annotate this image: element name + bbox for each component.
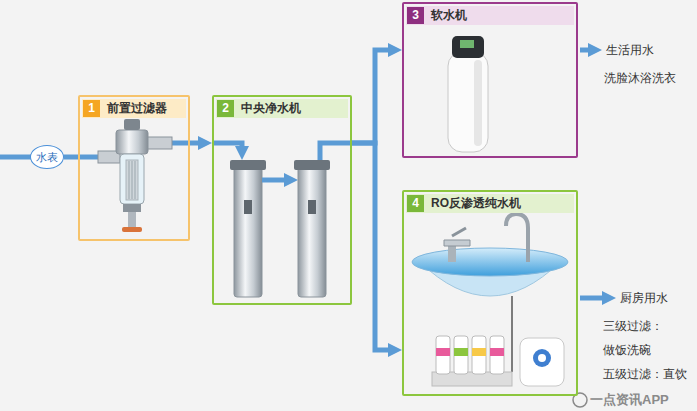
purifier-cylinders xyxy=(298,165,326,297)
purifier-cylinders xyxy=(212,143,242,152)
softener-tank xyxy=(448,52,488,152)
ro-sink xyxy=(490,336,504,374)
water-pipe xyxy=(352,143,394,350)
step-number: 1 xyxy=(83,100,100,117)
ro-sink xyxy=(490,348,504,356)
ro-sink xyxy=(520,338,564,386)
ro-sink xyxy=(454,336,468,374)
step-number: 2 xyxy=(217,100,234,117)
prefilter xyxy=(78,119,190,232)
step-number: 3 xyxy=(407,7,424,24)
ro-sink xyxy=(511,296,513,372)
water-pipe xyxy=(352,50,394,143)
ro-sink xyxy=(452,228,466,236)
meter-label: 水表 xyxy=(36,150,58,165)
prefilter xyxy=(78,155,100,160)
watermark: 一点资讯APP xyxy=(590,392,669,408)
ro-sink xyxy=(580,296,608,301)
purifier-cylinders xyxy=(320,143,352,160)
header-band: 3 软水机 xyxy=(406,6,574,25)
ro-sink xyxy=(533,349,551,367)
ro-sink xyxy=(412,214,608,386)
ro-sink xyxy=(412,248,568,276)
purifier-cylinders xyxy=(230,160,266,170)
ro-sink xyxy=(436,336,450,374)
purifier-cylinders xyxy=(308,200,316,214)
prefilter xyxy=(146,137,172,149)
prefilter xyxy=(135,161,136,199)
softener-tank xyxy=(580,48,594,53)
step-number: 4 xyxy=(407,195,424,212)
prefilter xyxy=(122,227,142,232)
output-label: 厨房用水 xyxy=(620,290,668,306)
prefilter xyxy=(132,161,133,199)
header-band: 1 前置过滤器 xyxy=(82,99,186,118)
prefilter-box: 1 前置过滤器 xyxy=(78,95,190,241)
prefilter xyxy=(120,154,144,204)
purifier-cylinders xyxy=(244,200,252,214)
softener-tank xyxy=(460,40,474,48)
ro-sink xyxy=(472,348,486,356)
inlet-pipe xyxy=(0,155,32,160)
ro-sink xyxy=(538,354,546,362)
softener-box: 3 软水机 xyxy=(402,2,578,158)
box-title: 中央净水机 xyxy=(241,100,301,117)
ro-sink xyxy=(444,240,470,246)
prefilter xyxy=(124,119,140,130)
softener-tank xyxy=(452,36,484,58)
filter-note: 五级过滤：直饮 xyxy=(603,366,687,382)
purifier-cylinders xyxy=(234,165,262,297)
purifier-cylinders xyxy=(294,160,330,170)
prefilter xyxy=(170,141,190,146)
ro-sink xyxy=(436,348,450,356)
softener-tank xyxy=(474,60,482,146)
prefilter xyxy=(123,204,141,212)
prefilter xyxy=(116,130,148,154)
softener-tank xyxy=(448,36,594,152)
filter-note: 做饭洗碗 xyxy=(603,342,651,358)
header-band: 2 中央净水机 xyxy=(216,99,348,118)
purifier-cylinders xyxy=(212,143,352,297)
header-band: 4 RO反渗透纯水机 xyxy=(406,194,574,213)
box-title: RO反渗透纯水机 xyxy=(431,195,521,212)
inlet-pipe xyxy=(0,157,32,158)
output-label: 生活用水 xyxy=(606,42,654,58)
ro-sink xyxy=(454,348,468,356)
box-title: 软水机 xyxy=(431,7,467,24)
water-pipe xyxy=(64,155,78,160)
box-title: 前置过滤器 xyxy=(107,100,167,117)
ro-sink xyxy=(472,336,486,374)
prefilter xyxy=(126,160,138,200)
ro-sink xyxy=(506,214,528,262)
ro-box: 4 RO反渗透纯水机 xyxy=(402,190,578,396)
prefilter xyxy=(128,212,136,228)
water-meter: 水表 xyxy=(30,145,64,169)
purifier-box: 2 中央净水机 xyxy=(212,95,352,305)
filter-note: 三级过滤： xyxy=(603,318,663,334)
prefilter xyxy=(129,161,130,199)
purifier-cylinders xyxy=(262,178,290,183)
water-pipe xyxy=(190,141,204,146)
output-note: 洗脸沐浴洗衣 xyxy=(604,70,676,86)
